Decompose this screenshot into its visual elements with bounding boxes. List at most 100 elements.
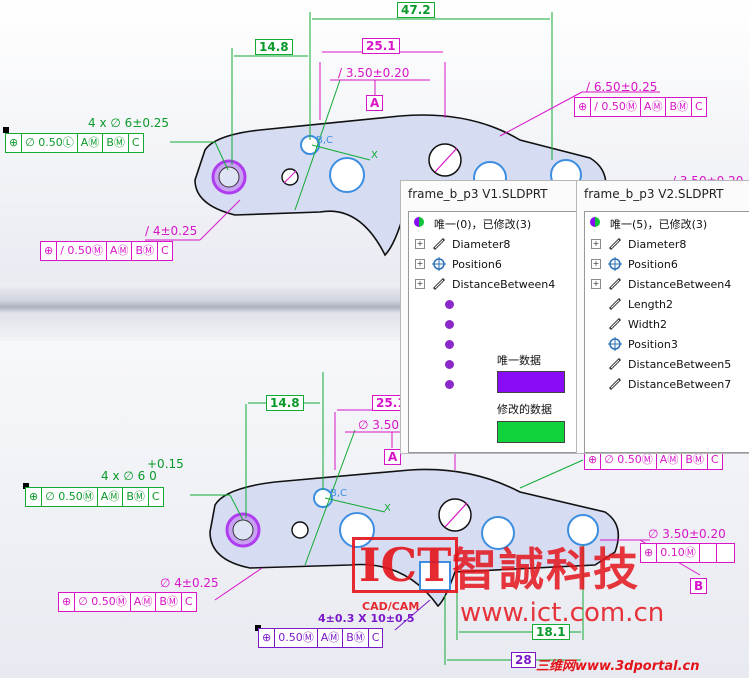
datum-a[interactable]: A (366, 95, 384, 111)
fcf-bottom-left[interactable]: ⊕ ∅ 0.50Ⓜ AⓂ BⓂ C (25, 487, 164, 507)
position-3-50-bottom-label[interactable]: ∅ 3.50± (358, 418, 410, 432)
expand-icon[interactable]: + (591, 279, 601, 289)
fcf-datum-c: C (184, 595, 193, 608)
fcf-datum-a: AⓂ (98, 488, 124, 506)
tree-item-position6-v2[interactable]: + Position6 (591, 256, 678, 272)
position-symbol-icon: ⊕ (26, 488, 43, 506)
expand-icon[interactable]: + (591, 259, 601, 269)
tree-root-v2[interactable]: 唯一(5)，已修改(3) (589, 214, 707, 234)
fcf-slot[interactable]: ⊕ 0.50Ⓜ AⓂ BⓂ C (258, 628, 384, 648)
tree-item-distancebetween4-v2[interactable]: + DistanceBetween4 (591, 277, 732, 291)
compare-panel-v1: frame_b_p3 V1.SLDPRT 唯一(0)，已修改(3) + Diam… (400, 180, 581, 454)
fcf-top-bottom[interactable]: ⊕ / 0.50Ⓜ AⓂ BⓂ C (40, 241, 173, 261)
tree-root-label: 唯一(0)，已修改(3) (434, 218, 532, 231)
fcf-datum-a: AⓂ (318, 629, 344, 647)
x-axis-bottom-label: X (384, 503, 391, 514)
tree-root-label: 唯一(5)，已修改(3) (610, 218, 708, 231)
unique-dot-icon (445, 379, 454, 389)
fcf-datum-c: C (151, 490, 160, 503)
dim-25-1[interactable]: 25.1 (362, 38, 400, 54)
position-icon (431, 256, 447, 272)
compare-status-icon (413, 216, 429, 232)
expand-icon[interactable]: + (415, 239, 425, 249)
datum-bc-bottom-label: B,C (330, 488, 348, 499)
tree-v2[interactable]: 唯一(5)，已修改(3) + Diameter8 + Position6 + D… (584, 211, 749, 453)
unique-dot-icon (445, 299, 454, 309)
dim-14-8[interactable]: 14.8 (255, 39, 293, 55)
panel-title-v2: frame_b_p3 V2.SLDPRT (584, 187, 724, 201)
top-dim-lines (170, 12, 553, 211)
tree-item-diameter8-v2[interactable]: + Diameter8 (591, 236, 687, 252)
datum-b-bottom[interactable]: B (690, 578, 708, 594)
position-3-50-bottom-right-label[interactable]: ∅ 3.50±0.20 (648, 527, 726, 541)
hole-callout-bottom[interactable]: 4 x ∅ 6 0 (101, 469, 157, 483)
fcf-top-right[interactable]: ⊕ / 0.50Ⓜ AⓂ BⓂ C (574, 97, 707, 117)
position-icon (607, 256, 623, 272)
position-4-bottom-label[interactable]: ∅ 4±0.25 (160, 576, 219, 590)
fcf-tolerance: 0.10Ⓜ (657, 544, 700, 562)
position-4-label[interactable]: / 4±0.25 (145, 224, 198, 238)
dimension-icon (607, 356, 623, 372)
position-symbol-icon: ⊕ (575, 98, 592, 116)
datum-a-bottom[interactable]: A (384, 449, 402, 465)
unique-dot-icon (445, 339, 454, 349)
dimension-icon (431, 236, 447, 252)
tree-item-position6[interactable]: + Position6 (415, 256, 502, 272)
position-symbol-icon: ⊕ (259, 629, 276, 647)
expand-icon[interactable]: + (415, 259, 425, 269)
fcf-datum-c: C (695, 100, 703, 113)
fcf-datum-b: BⓂ (123, 488, 149, 506)
x-axis-label: X (371, 150, 378, 161)
hole-callout[interactable]: 4 x ∅ 6±0.25 (88, 116, 170, 130)
position-6-50-label[interactable]: / 6.50±0.25 (586, 80, 658, 94)
dim-47-2[interactable]: 47.2 (397, 2, 435, 18)
tree-v1[interactable]: 唯一(0)，已修改(3) + Diameter8 + Position6 + D… (408, 211, 580, 453)
dimension-icon (607, 296, 623, 312)
datum-bc-label: B,C (316, 135, 334, 146)
unique-dot-icon (445, 319, 454, 329)
tree-placeholder (415, 354, 454, 374)
tree-item-length2[interactable]: Length2 (591, 294, 673, 314)
position-icon (607, 336, 623, 352)
fcf-top-left[interactable]: ⊕ ∅ 0.50Ⓛ AⓂ BⓂ C (5, 133, 144, 153)
legend-modified-swatch (497, 421, 565, 443)
fcf-bottom-right-partial[interactable]: ⊕ 0.10Ⓜ (640, 543, 735, 563)
tree-item-distancebetween4[interactable]: + DistanceBetween4 (415, 277, 556, 291)
tree-item-diameter8[interactable]: + Diameter8 (415, 236, 511, 252)
dim-28[interactable]: 28 (511, 652, 536, 668)
legend-modified-label: 修改的数据 (497, 403, 552, 416)
tree-item-distancebetween7[interactable]: DistanceBetween7 (591, 374, 731, 394)
dimension-icon (607, 236, 623, 252)
fcf-datum-b: BⓂ (132, 242, 158, 260)
tree-root-v1[interactable]: 唯一(0)，已修改(3) (413, 214, 531, 234)
leader-dot (3, 127, 9, 133)
dim-18-1[interactable]: 18.1 (532, 624, 570, 640)
fcf-datum-c: C (710, 453, 719, 466)
tree-item-position3[interactable]: Position3 (591, 334, 678, 354)
dimension-icon (607, 316, 623, 332)
tree-item-distancebetween5[interactable]: DistanceBetween5 (591, 354, 731, 374)
fcf-datum-b: BⓂ (682, 451, 708, 469)
ict-logo: ICT (352, 537, 459, 593)
fcf-bottom-bottom[interactable]: ⊕ ∅ 0.50Ⓜ AⓂ BⓂ C (58, 592, 197, 612)
position-3-50-label[interactable]: / 3.50±0.20 (338, 66, 410, 80)
expand-icon[interactable]: + (591, 239, 601, 249)
cadcam-logo-text: CAD/CAM (362, 600, 420, 613)
fcf-datum-a: AⓂ (78, 134, 104, 152)
fcf-datum-a: AⓂ (107, 242, 133, 260)
compare-status-icon (589, 216, 605, 232)
fcf-tolerance: ∅ 0.50Ⓜ (75, 593, 131, 611)
slot-dim-label[interactable]: 4±0.3 X 10±0.5 (318, 612, 415, 625)
fcf-bottom-right[interactable]: ⊕ ∅ 0.50Ⓜ AⓂ BⓂ C (584, 450, 723, 470)
bottom-purple-lines (394, 599, 431, 631)
fcf-datum-c: C (371, 631, 380, 644)
tree-item-width2[interactable]: Width2 (591, 314, 667, 334)
position-symbol-icon: ⊕ (41, 242, 58, 260)
dimension-icon (607, 376, 623, 392)
fcf-datum-c: C (131, 136, 140, 149)
tree-placeholder (415, 314, 454, 334)
expand-icon[interactable]: + (415, 279, 425, 289)
dim-14-8-bottom[interactable]: 14.8 (266, 395, 304, 411)
fcf-datum-c: C (161, 244, 169, 257)
fcf-datum-a: AⓂ (131, 593, 157, 611)
